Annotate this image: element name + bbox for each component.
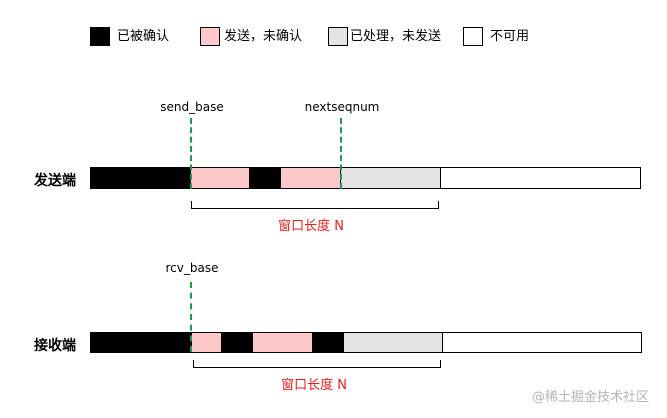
receiver-segment-7 bbox=[442, 332, 642, 353]
sender-segment-4 bbox=[280, 167, 342, 189]
sender-window-label: 窗口长度 N bbox=[278, 219, 344, 234]
legend-label-unusable: 不可用 bbox=[490, 29, 530, 44]
legend-label-sent-unacked: 发送，未确认 bbox=[224, 29, 303, 44]
receiver-window-label: 窗口长度 N bbox=[281, 378, 347, 393]
sender-segment-2 bbox=[190, 167, 251, 189]
legend-label-acked: 已被确认 bbox=[117, 29, 170, 44]
legend-swatch-acked bbox=[90, 27, 110, 46]
receiver-label: 接收端 bbox=[34, 338, 76, 354]
sender-label: 发送端 bbox=[34, 173, 76, 189]
sender-segment-3 bbox=[249, 167, 282, 189]
pointer-label-send-base: send_base bbox=[160, 100, 224, 114]
rcv-base-pointer-line bbox=[190, 282, 192, 352]
sender-segment-1 bbox=[90, 167, 192, 189]
receiver-segment-4 bbox=[252, 332, 314, 353]
watermark: @稀土掘金技术社区 bbox=[532, 390, 650, 405]
send-base-pointer-line bbox=[190, 118, 192, 189]
receiver-segment-6 bbox=[343, 332, 444, 353]
pointer-label-nextseqnum: nextseqnum bbox=[304, 100, 380, 114]
legend-swatch-unusable bbox=[463, 27, 483, 46]
legend-label-processed: 已处理，未发送 bbox=[350, 29, 442, 44]
sender-window-bracket bbox=[191, 201, 439, 209]
receiver-segment-3 bbox=[221, 332, 254, 353]
receiver-window-bracket bbox=[193, 360, 441, 368]
receiver-segment-2 bbox=[191, 332, 223, 353]
sender-segment-5 bbox=[340, 167, 442, 189]
receiver-segment-5 bbox=[312, 332, 345, 353]
pointer-label-rcv-base: rcv_base bbox=[165, 261, 219, 275]
receiver-segment-1 bbox=[90, 332, 193, 353]
nextseqnum-pointer-line bbox=[340, 118, 342, 189]
legend-swatch-sent-unacked bbox=[200, 27, 220, 46]
sender-segment-6 bbox=[440, 167, 641, 189]
legend-swatch-processed bbox=[328, 27, 348, 46]
